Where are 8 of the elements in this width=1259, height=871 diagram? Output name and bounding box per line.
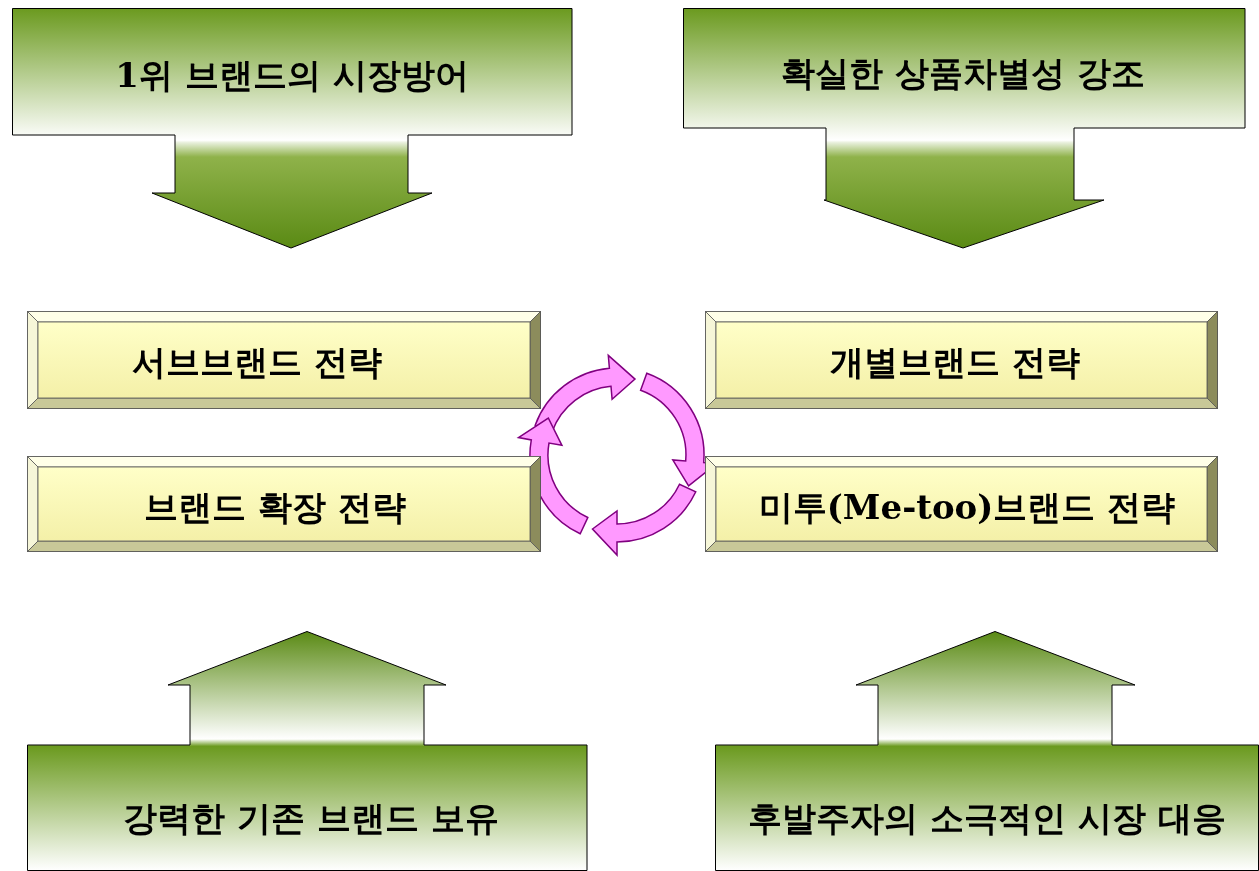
strategy-box: 개별브랜드 전략 bbox=[705, 311, 1218, 409]
strategy-box: 브랜드 확장 전략 bbox=[27, 456, 541, 552]
callout-arrow: 1위 브랜드의 시장방어 bbox=[12, 8, 573, 249]
callout-arrow: 후발주자의 소극적인 시장 대응 bbox=[715, 631, 1259, 871]
strategy-box: 미투(Me-too)브랜드 전략 bbox=[705, 456, 1218, 552]
callout-arrow: 확실한 상품차별성 강조 bbox=[683, 8, 1246, 249]
callout-arrow: 강력한 기존 브랜드 보유 bbox=[27, 631, 588, 871]
strategy-box: 서브브랜드 전략 bbox=[27, 311, 541, 409]
